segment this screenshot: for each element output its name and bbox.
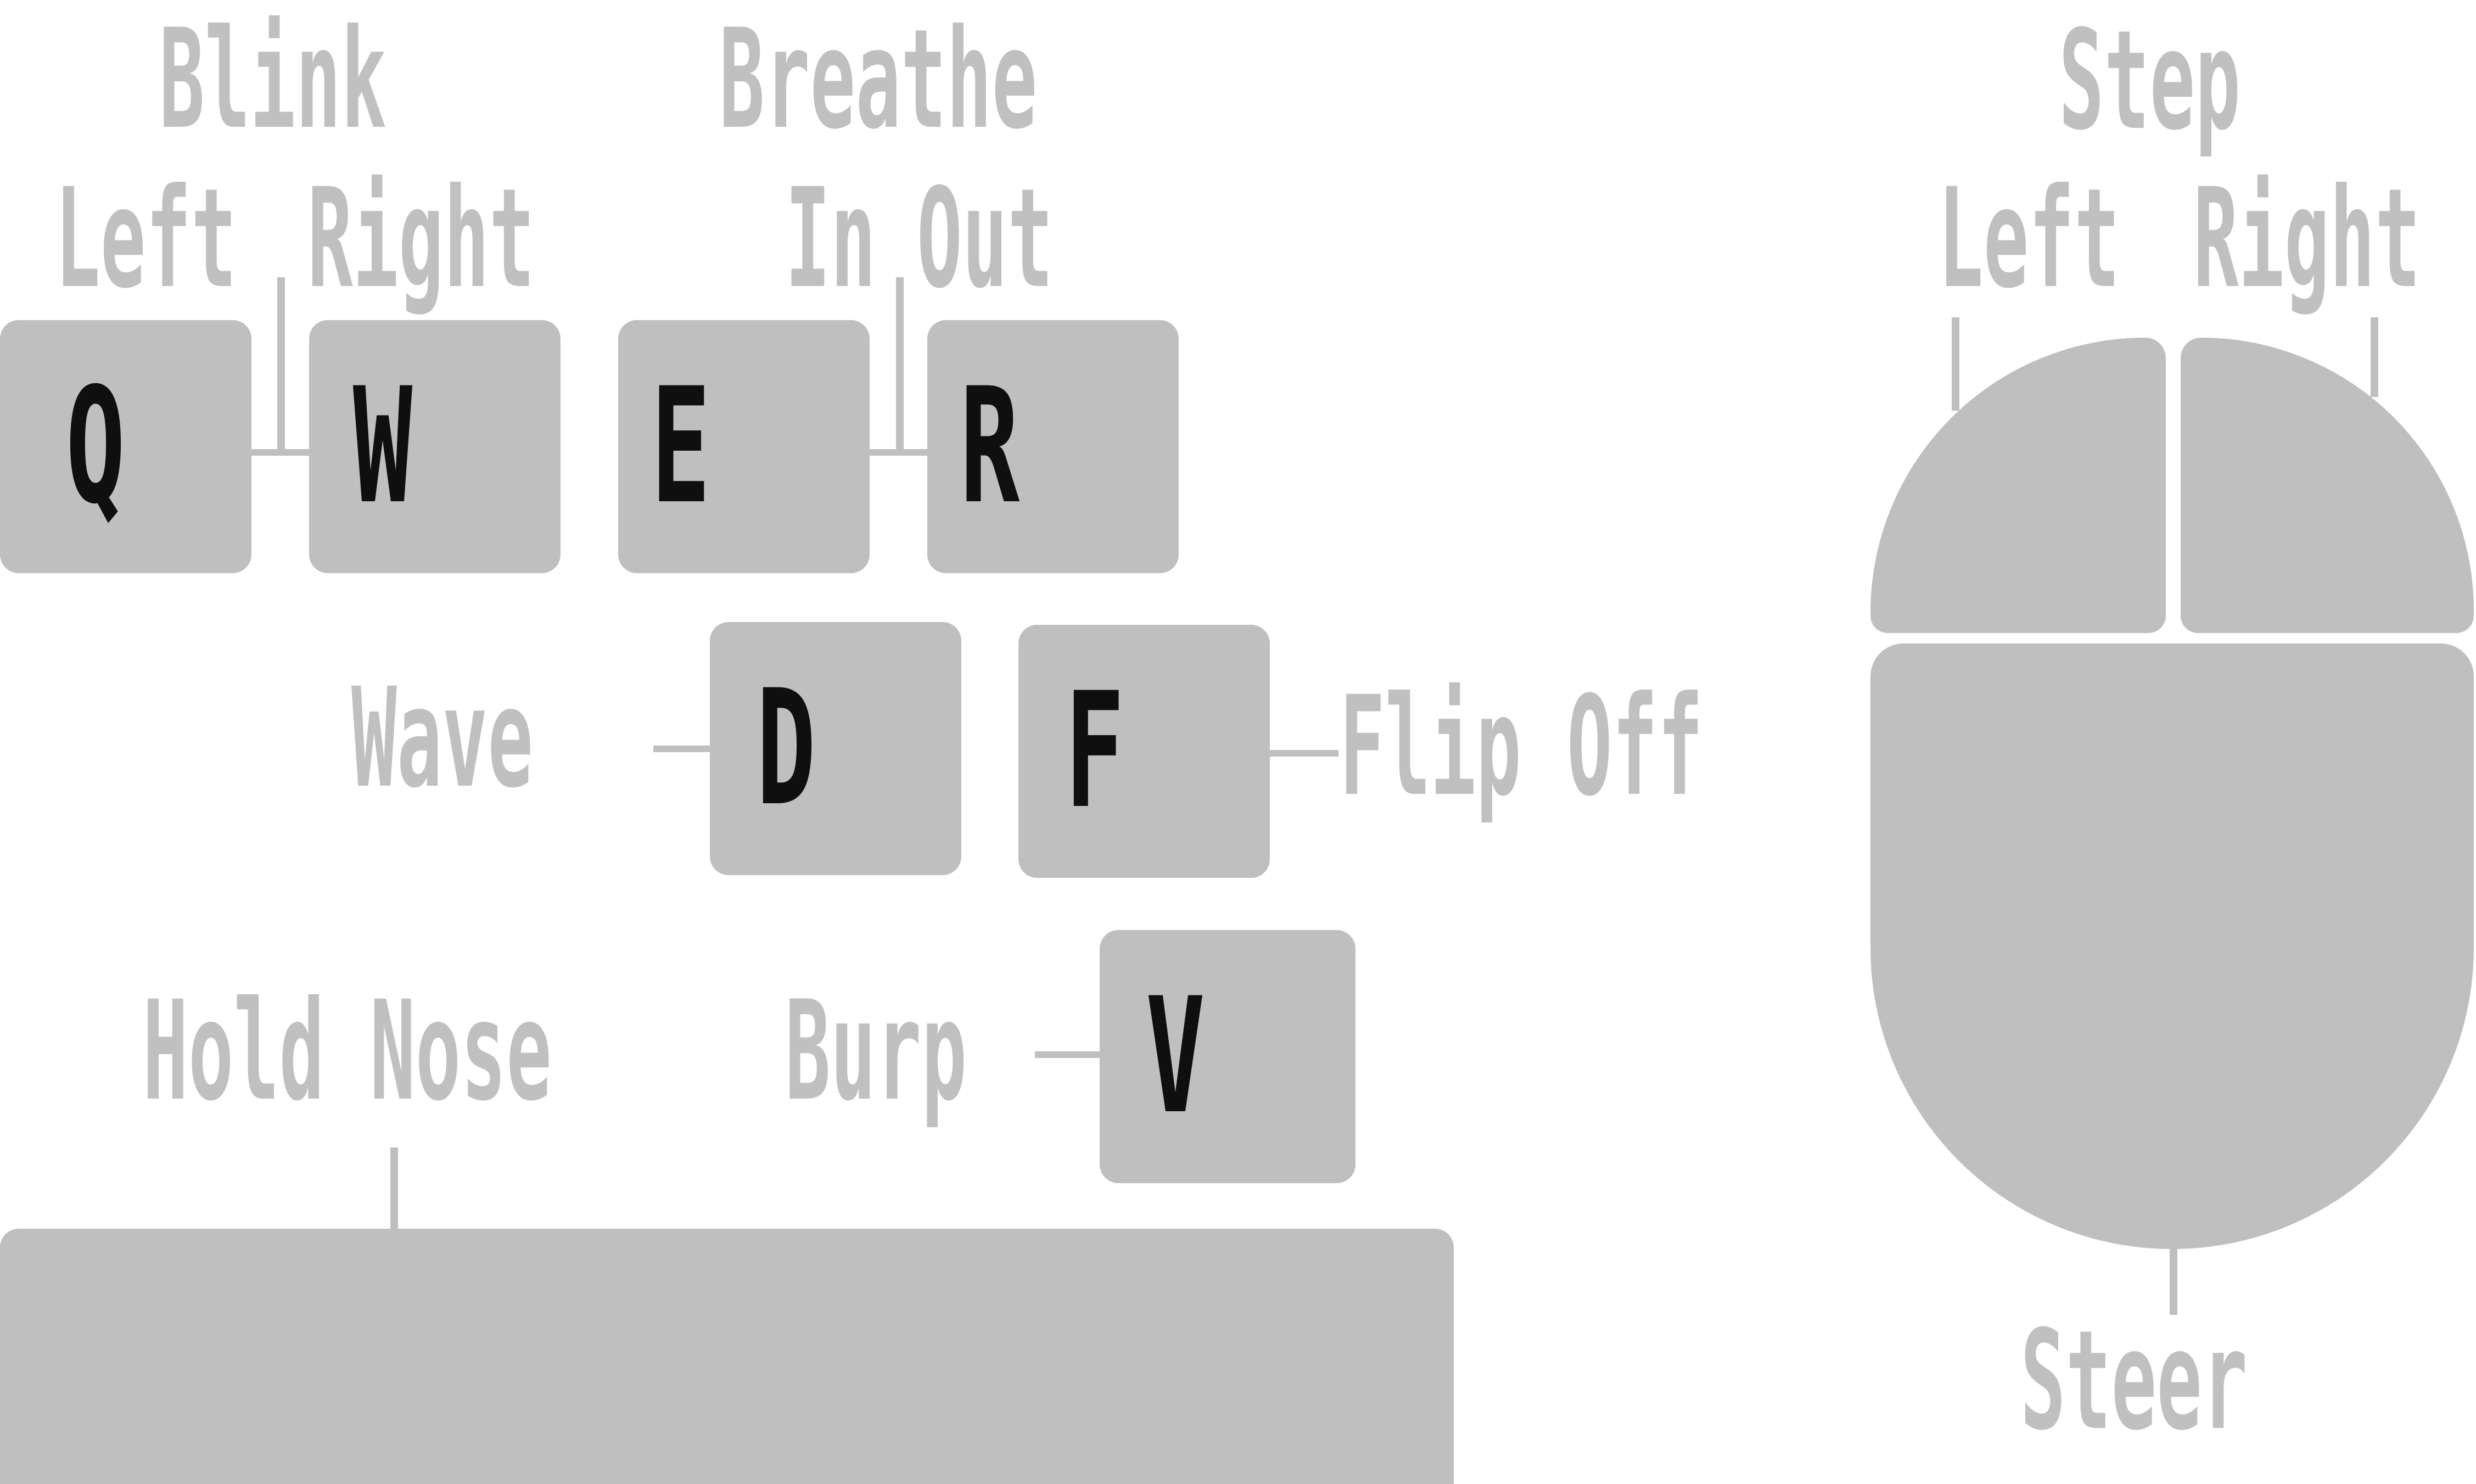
label-blink-right: Right [307,159,535,318]
mouse-body[interactable] [1870,643,2474,1249]
key-r-glyph: R [960,354,1020,539]
connector-wave [653,746,714,752]
key-q-glyph: Q [65,354,126,539]
connector-step-right [2371,317,2378,397]
key-v[interactable]: V [1100,930,1355,1183]
label-step: Step [2059,1,2241,160]
label-steer: Steer [2020,1301,2248,1460]
connector-blink-horizontal [250,449,311,456]
connector-breathe-horizontal [869,449,930,456]
key-f-glyph: F [1065,658,1125,844]
connector-step-left [1952,317,1959,411]
mouse-left-button[interactable] [1870,338,2166,633]
key-d[interactable]: D [710,622,961,875]
key-f[interactable]: F [1018,625,1270,878]
label-step-left: Left [1938,159,2120,318]
connector-blink-vertical [277,277,285,453]
label-wave: Wave [351,658,534,818]
key-w[interactable]: W [309,320,561,573]
key-r[interactable]: R [927,320,1179,573]
key-space[interactable] [0,1229,1454,1484]
label-breathe-in: In [785,159,876,318]
key-v-glyph: V [1145,964,1206,1149]
key-d-glyph: D [756,656,816,841]
label-flip-off: Flip Off [1340,667,1704,826]
key-e-glyph: E [651,354,711,539]
key-q[interactable]: Q [0,320,251,573]
connector-steer [2170,1246,2177,1315]
label-blink-left: Left [55,159,237,318]
key-e[interactable]: E [618,320,870,573]
connector-flip-off [1270,750,1338,757]
label-burp: Burp [785,971,967,1131]
mouse-right-button[interactable] [2181,338,2474,633]
label-step-right: Right [2193,159,2421,318]
label-breathe-out: Out [917,159,1054,318]
key-w-glyph: W [352,354,413,539]
label-blink: Blink [159,0,386,159]
label-hold-nose: Hold Nose [143,971,552,1131]
connector-hold-nose [390,1147,398,1230]
connector-burp [1035,1051,1101,1058]
label-breathe: Breathe [719,0,1038,159]
connector-breathe-vertical [896,277,904,453]
